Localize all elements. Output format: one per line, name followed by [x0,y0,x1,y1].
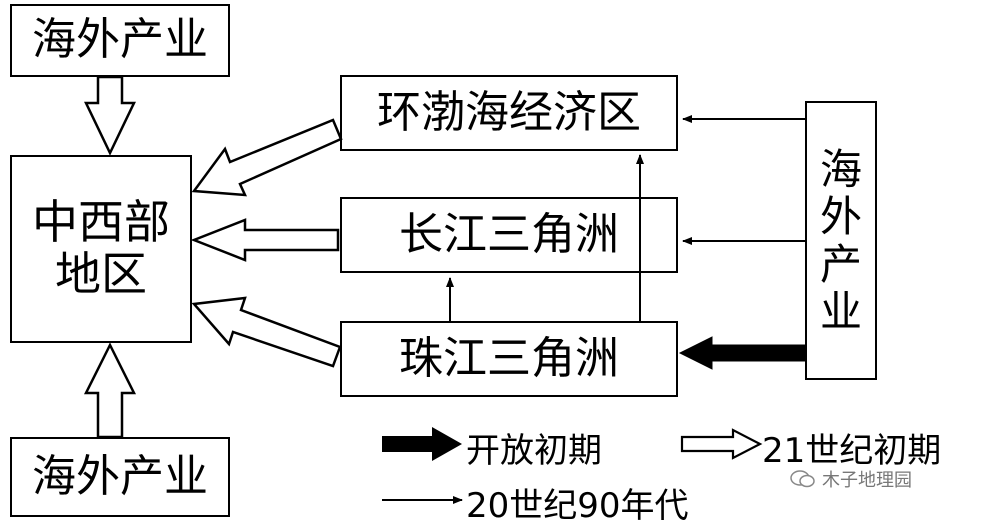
overseas-industry-bottom-box: 海外产业 [10,437,230,517]
overseas-industry-top-box: 海外产业 [10,4,230,77]
bohai-economic-zone-box: 环渤海经济区 [340,75,678,151]
legend-21st-century-label: 21世纪初期 [762,431,942,471]
watermark-text: 木子地理园 [822,470,912,491]
overseas-industry-bottom-label: 海外产业 [32,450,208,502]
hollow-arrow-yangtze-to-central [190,218,340,262]
overseas-right-char-4: 业 [819,286,862,336]
yangtze-delta-label: 长江三角洲 [399,208,619,260]
overseas-right-char-2: 外 [819,192,862,242]
legend-reform-early-label: 开放初期 [466,431,602,471]
central-west-label-line1: 中西部 [32,195,170,250]
overseas-right-char-1: 海 [819,145,862,195]
hollow-arrow-bohai-to-central [191,118,343,197]
yangtze-delta-box: 长江三角洲 [340,197,678,273]
thick-arrow-overseas-to-pearl [678,336,806,370]
central-west-label-line2: 地区 [55,247,147,301]
pearl-delta-label: 珠江三角洲 [399,332,619,384]
hollow-arrow-top-to-central [84,75,136,156]
wechat-icon [790,470,815,488]
watermark: 木子地理园 [790,466,912,492]
legend-hollow-arrow-icon [680,428,763,460]
overseas-industry-right-box: 海 外 产 业 [805,101,877,380]
overseas-industry-top-label: 海外产业 [32,14,208,66]
pearl-delta-box: 珠江三角洲 [340,321,678,397]
hollow-arrow-bottom-to-central [83,342,137,439]
bohai-economic-zone-label: 环渤海经济区 [377,86,641,138]
legend-thick-arrow-icon [382,427,462,461]
overseas-right-char-3: 产 [819,239,862,289]
hollow-arrow-pearl-to-central [191,296,342,368]
central-west-region-box: 中西部 地区 [10,155,192,343]
legend-1990s-label: 20世纪90年代 [466,486,689,526]
